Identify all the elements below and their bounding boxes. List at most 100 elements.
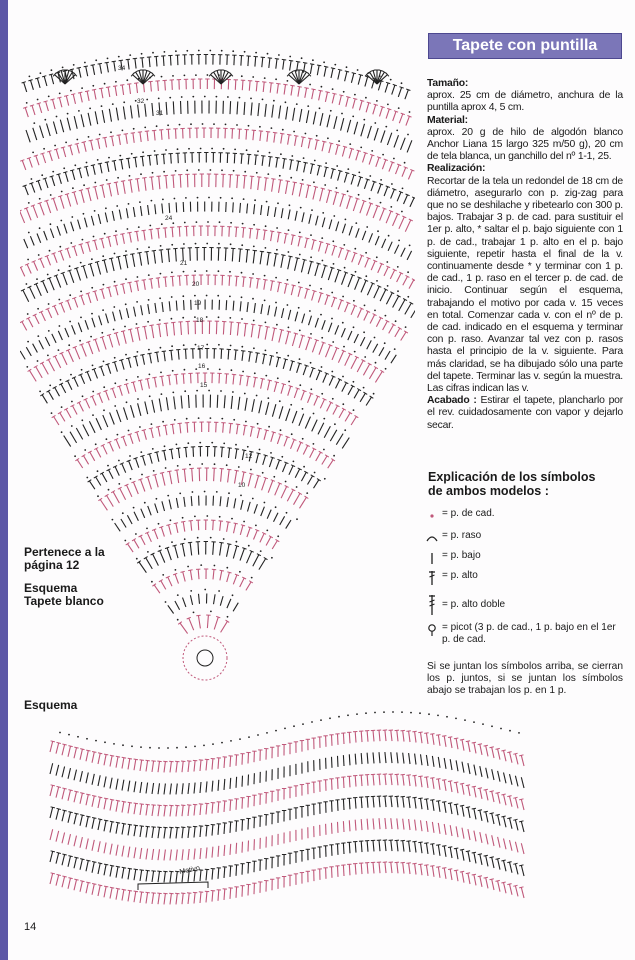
chain-dot [143,501,146,504]
stitch-top-bar [72,345,77,349]
stitch-mark [87,242,91,253]
stitch-top-bar [378,316,384,320]
stitch-top-bar [115,821,121,824]
stitch-top-bar [85,241,90,244]
stitch-mark [401,167,407,177]
stitch-mark [241,450,245,461]
stitch-mark [119,487,127,501]
stitch-top-bar [154,154,159,156]
stitch-top-bar [107,440,112,444]
stitch-mark [217,247,220,261]
stitch-top-bar [341,193,346,196]
stitch-mark [360,841,363,853]
stitch-mark [342,821,345,833]
stitch-mark [275,157,279,168]
stitch-mark [370,260,376,271]
chain-dot [185,417,188,420]
stitch-mark [414,863,417,875]
stitch-top-bar [214,69,220,72]
stitch-mark [79,770,83,782]
stitch-top-bar [291,284,296,287]
stitch-mark [75,427,84,440]
stitch-mark [309,64,313,74]
stitch-top-bar [382,795,388,797]
chain-dot [170,317,173,320]
stitch-mark [91,396,97,406]
chain-dot [126,228,129,230]
stitch-mark [115,888,119,900]
stitch-mark [377,184,382,194]
stitch-mark [100,88,104,99]
chain-dot [196,536,199,539]
chain-dot [286,304,289,306]
finishing-paragraph: Acabado : Estirar el tapete, plancharlo … [427,395,623,432]
stitch-mark [294,210,298,221]
chain-dot [342,403,345,406]
stitch-mark [285,519,292,529]
stitch-top-bar [87,450,92,454]
chain-dot [176,594,179,596]
stitch-mark [354,277,360,290]
stitch-mark [366,125,372,139]
stitch-top-bar [507,817,512,820]
stitch-mark [246,527,251,538]
stitch-top-bar [63,171,68,174]
chain-dot [387,103,389,106]
stitch-mark [340,272,347,285]
stitch-top-bar [375,204,380,208]
stitch-mark [352,98,356,109]
stitch-mark [347,330,353,341]
chain-dot [331,370,334,373]
stitch-top-bar [284,232,289,235]
stitch-mark [143,230,146,241]
stitch-top-bar [65,379,70,383]
stitch-mark [61,832,66,844]
stitch-mark [270,280,274,291]
stitch-mark [24,185,29,196]
stitch-mark [134,458,140,468]
belongs-caption-line-2: página 12 [24,558,80,572]
stitch-top-bar [175,870,180,873]
stitch-mark [336,843,339,855]
stitch-top-bar [134,280,139,282]
stitch-mark [307,261,313,275]
stitch-mark [141,57,144,68]
stitch-mark [315,215,319,226]
stitch-top-bar [263,454,268,457]
stitch-mark [113,361,118,372]
stitch-mark [121,233,125,244]
stitch-mark [39,258,45,269]
stitch-top-bar [133,355,138,358]
chain-dot [373,336,376,339]
stitch-mark [67,877,72,889]
stitch-top-bar [346,301,351,305]
stitch-top-bar [227,571,232,574]
stitch-mark [155,154,158,165]
stitch-top-bar [247,526,253,529]
stitch-top-bar [169,804,174,807]
stitch-top-bar [33,282,39,286]
stitch-top-bar [357,276,362,279]
stitch-mark [93,89,97,100]
chain-dot [149,224,152,227]
stitch-mark [160,249,163,263]
stitch-mark [80,374,86,385]
stitch-mark [311,290,315,301]
chain-dot [81,395,84,398]
stitch-mark [229,777,232,789]
chain-dot [334,423,336,426]
stitch-top-bar [86,749,91,752]
stitch-top-bar [28,79,33,82]
stitch-mark [54,356,62,369]
stitch-mark [491,813,495,825]
stitch-mark [34,314,40,325]
stitch-top-bar [98,497,103,502]
stitch-mark [146,378,150,389]
stitch-mark [341,223,347,234]
stitch-mark [354,819,357,831]
stitch-mark [122,180,126,194]
chain-dot [218,221,221,224]
stitch-top-bar [120,435,126,438]
stitch-mark [321,455,328,465]
stitch-top-bar [198,869,204,871]
